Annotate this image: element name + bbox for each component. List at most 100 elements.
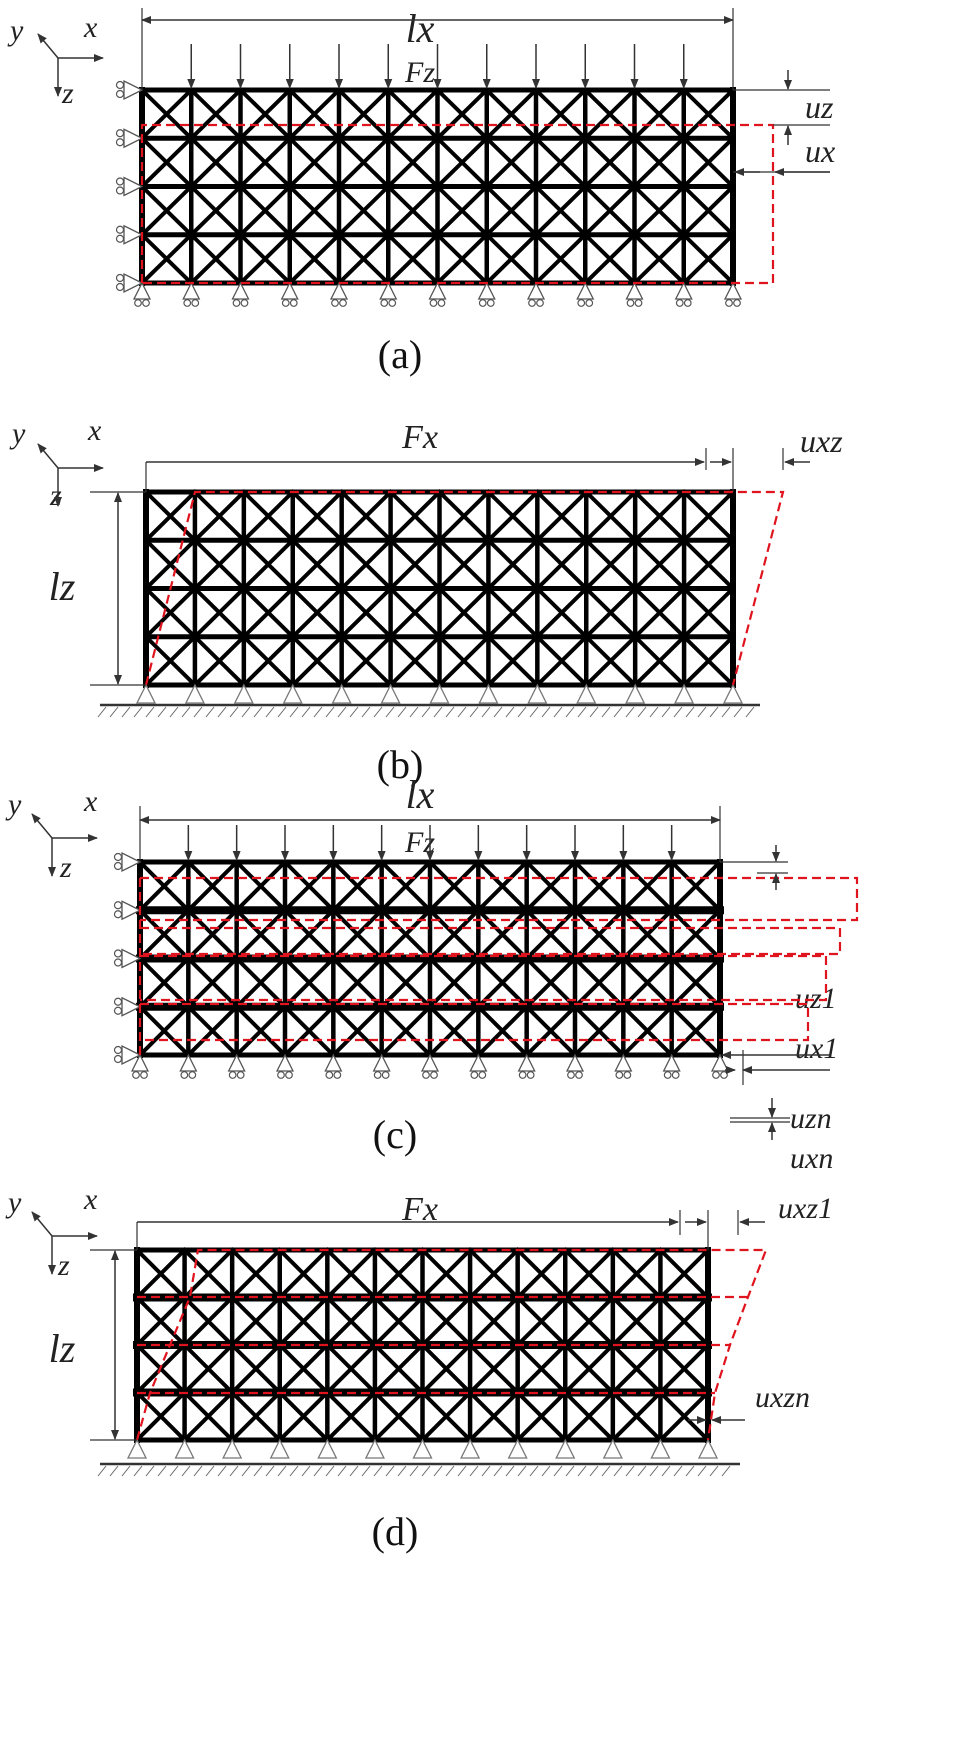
truss-member — [185, 955, 240, 1010]
truss-member — [330, 1003, 385, 1058]
truss-member — [276, 1294, 331, 1348]
roller-support-icon — [674, 281, 693, 307]
pin-support-icon — [380, 683, 401, 704]
truss-member — [467, 1389, 521, 1443]
roller-wheel — [289, 299, 298, 307]
truss-member — [562, 1389, 616, 1443]
dim-label-uxz1-d: uxz1 — [778, 1192, 833, 1225]
truss-member — [475, 955, 530, 1010]
truss-member — [387, 537, 443, 592]
ground-hatch — [385, 1465, 395, 1477]
ground-hatch — [277, 706, 287, 718]
roller-wheel — [113, 1054, 123, 1064]
pin-support-icon — [460, 1438, 481, 1459]
ground-hatch — [397, 1465, 407, 1477]
truss-member — [241, 633, 296, 688]
truss-member — [572, 955, 627, 1010]
truss-member — [434, 135, 490, 190]
dim-label-uz1-c: uz1 — [795, 982, 837, 1015]
truss-member — [143, 489, 198, 544]
ground-hatch — [97, 1465, 107, 1477]
truss-member — [533, 183, 589, 238]
ground-hatch — [157, 706, 167, 718]
roller-wheel — [683, 299, 692, 307]
truss-member — [583, 537, 638, 592]
truss-member — [680, 231, 736, 286]
support-triangle — [130, 1053, 150, 1072]
roller-wheel — [113, 1006, 123, 1015]
truss-member — [188, 135, 244, 190]
roller-wheel — [191, 299, 200, 307]
ground-hatch — [409, 1465, 419, 1477]
truss-member — [286, 231, 342, 286]
deformed-shape — [140, 954, 828, 1002]
truss-member — [139, 135, 195, 190]
truss-member — [134, 1389, 188, 1443]
ground-hatch — [217, 1465, 227, 1477]
ground-hatch — [541, 1465, 551, 1477]
truss-member — [324, 1342, 378, 1396]
truss-member — [372, 1294, 426, 1348]
deformed-shape — [144, 490, 785, 686]
truss-member — [233, 955, 288, 1010]
truss-member — [631, 183, 687, 238]
truss-member — [282, 1003, 337, 1058]
truss-member — [582, 135, 638, 190]
roller-wheel — [388, 299, 397, 307]
truss-member — [324, 1247, 378, 1301]
pin-support-icon — [722, 683, 744, 704]
truss-member — [523, 955, 578, 1010]
truss-member — [139, 87, 195, 142]
truss-member — [181, 1247, 235, 1301]
roller-wheel — [437, 299, 446, 307]
truss-member — [523, 907, 578, 962]
ground-hatch — [709, 1465, 719, 1477]
truss-member — [387, 489, 443, 544]
ground-hatch — [169, 1465, 179, 1477]
roller-wheel — [115, 177, 125, 186]
axis-label-z: z — [61, 77, 74, 110]
ground-hatch — [265, 706, 275, 718]
truss-member — [286, 135, 342, 190]
roller-wheel — [113, 949, 123, 958]
roller-support-icon — [115, 128, 144, 149]
truss-member — [668, 859, 723, 914]
truss-member — [483, 183, 539, 238]
truss-member — [289, 537, 345, 592]
truss-member — [372, 1389, 426, 1443]
pin-support-icon — [126, 1438, 148, 1459]
truss-member — [514, 1389, 569, 1443]
truss-member — [572, 1003, 627, 1058]
roller-support-icon — [113, 851, 142, 873]
ground-hatch — [121, 706, 131, 718]
truss-member — [229, 1294, 283, 1348]
truss-member — [192, 633, 247, 688]
truss-member — [241, 537, 296, 592]
ground-hatch — [349, 1465, 359, 1477]
truss-member — [378, 955, 433, 1010]
pin-support-icon — [364, 1438, 385, 1459]
truss-member — [583, 585, 638, 640]
truss-member — [610, 1247, 664, 1301]
roller-support-icon — [115, 79, 144, 101]
truss-member — [681, 489, 736, 544]
truss-member — [324, 1294, 378, 1348]
support-triangle — [280, 281, 299, 300]
pin-support-icon — [135, 683, 157, 704]
roller-wheel — [430, 1071, 438, 1079]
support-triangle — [123, 128, 144, 149]
ground-hatch — [181, 706, 191, 718]
truss-member — [419, 1389, 473, 1443]
roller-wheel — [113, 997, 123, 1006]
ground-hatch — [145, 706, 155, 718]
truss-member — [632, 585, 687, 640]
deformed-shape — [140, 876, 859, 922]
support-triangle — [121, 900, 142, 921]
ground-hatch — [217, 706, 227, 718]
truss-member — [181, 1389, 235, 1443]
roller-wheel — [585, 299, 594, 307]
truss-member — [237, 231, 293, 286]
roller-support-icon — [115, 176, 144, 197]
ground-hatch — [421, 706, 431, 718]
